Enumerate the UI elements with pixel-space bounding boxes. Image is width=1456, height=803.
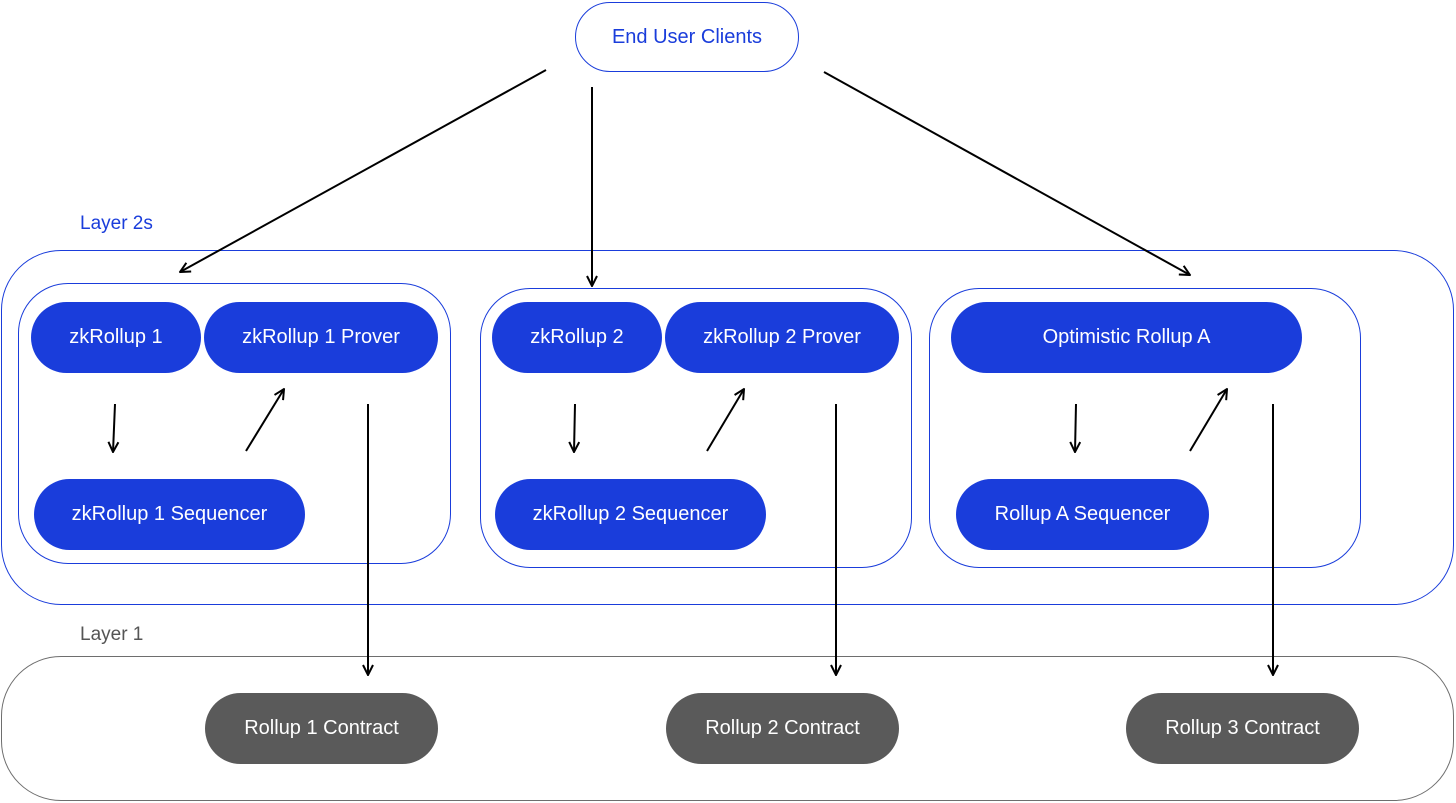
optimistic-rollup-a-node: Optimistic Rollup A — [951, 302, 1302, 373]
zkrollup2-prover-node: zkRollup 2 Prover — [665, 302, 899, 373]
rollup1-contract-node: Rollup 1 Contract — [205, 693, 438, 764]
rollup3-contract-node: Rollup 3 Contract — [1126, 693, 1359, 764]
arrow-rollupa-to-sequencer — [1075, 403, 1076, 452]
arrow-clients-to-group3 — [823, 71, 1190, 275]
arrow-zkrollup2-to-sequencer — [574, 403, 575, 452]
arrow-zkrollup1-to-sequencer — [113, 403, 115, 452]
arrow-sequencer1-to-prover — [245, 389, 284, 452]
zkrollup1-node: zkRollup 1 — [31, 302, 201, 373]
layer2-container — [1, 250, 1454, 605]
layer1-title: Layer 1 — [80, 624, 144, 645]
layer1-container — [1, 656, 1454, 801]
arrow-sequencer2-to-prover — [706, 389, 744, 452]
zkrollup1-sequencer-node: zkRollup 1 Sequencer — [34, 479, 305, 550]
rollup2-contract-node: Rollup 2 Contract — [666, 693, 899, 764]
layer2-title: Layer 2s — [80, 213, 153, 234]
zkrollup2-node: zkRollup 2 — [492, 302, 662, 373]
zkrollup1-prover-node: zkRollup 1 Prover — [204, 302, 438, 373]
optimistic-rollup-group — [929, 288, 1361, 568]
zkrollup2-sequencer-node: zkRollup 2 Sequencer — [495, 479, 766, 550]
arrow-sequencera-to-rollupa — [1189, 389, 1227, 452]
end-user-clients-node: End User Clients — [575, 2, 799, 72]
arrow-clients-to-group1 — [180, 69, 547, 272]
rollup-a-sequencer-node: Rollup A Sequencer — [956, 479, 1209, 550]
zkrollup2-group — [480, 288, 912, 568]
zkrollup1-group — [18, 283, 451, 564]
